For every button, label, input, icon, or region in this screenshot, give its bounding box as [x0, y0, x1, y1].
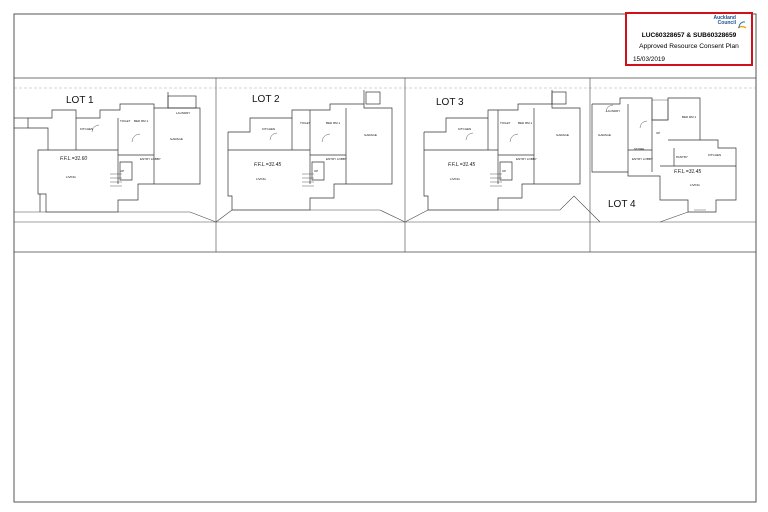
lot-1-garage: GARAGE [170, 137, 183, 141]
lot-2-toilet: TOILET [300, 121, 311, 125]
sheet-border [13, 13, 757, 503]
lot-3-up: UP [502, 169, 506, 173]
lot-1-toilet: TOILET [120, 119, 131, 123]
lot-4-entry: ENTRY LOBBY [632, 157, 653, 161]
front-boundary [14, 195, 689, 223]
logo-line-2: Council [717, 20, 736, 26]
lot-4-label: LOT 4 [608, 199, 636, 210]
lot-3-house [423, 90, 581, 211]
lot-4-ffl: F.F.L.=31.45 [674, 169, 701, 175]
lot-2-ffl: F.F.L.=31.45 [254, 162, 281, 168]
lot-1-house [14, 92, 201, 213]
lot-1-label: LOT 1 [66, 95, 94, 106]
consent-status: Approved Resource Consent Plan [639, 43, 739, 50]
lot-4-store: STORE [634, 147, 644, 151]
lot-3-label: LOT 3 [436, 97, 464, 108]
lot-4-garage: GARAGE [598, 133, 611, 137]
lot-3-living: LIVING [450, 177, 461, 181]
lot-2-garage: GARAGE [364, 133, 377, 137]
lot-4-up: UP [656, 131, 660, 135]
lot-1-entry: ENTRY LOBBY [140, 157, 161, 161]
lot-4-kitchen: KITCHEN [708, 153, 721, 157]
lot-1-up: UP [120, 169, 124, 173]
lot-1-laundry: LAUNDRY [176, 111, 190, 115]
consent-reference: LUC60328657 & SUB60328659 [641, 32, 737, 39]
lot-2-entry: ENTRY LOBBY [326, 157, 347, 161]
lot-1-ffl: F.F.L.=31.60 [60, 156, 87, 162]
lot-4-living: LIVING [690, 183, 701, 187]
lot-2-bed1: BED RM 1 [326, 121, 341, 125]
council-logo-icon [737, 21, 747, 29]
lot-2-house [227, 90, 393, 211]
lot-1-kitchen: KITCHEN [80, 127, 93, 131]
lot-3-bed1: BED RM 1 [518, 121, 533, 125]
lot-3-ffl: F.F.L.=31.45 [448, 162, 475, 168]
lot-3-toilet: TOILET [500, 121, 511, 125]
lot-3-entry: ENTRY LOBBY [516, 157, 537, 161]
consent-stamp: Auckland Council LUC60328657 & SUB603286… [625, 12, 753, 66]
council-logo-text: Auckland Council [713, 16, 736, 26]
lot-4-bed1: BED RM 1 [682, 115, 697, 119]
lot-2-label: LOT 2 [252, 94, 280, 105]
lot-2-living: LIVING [256, 177, 267, 181]
logo-line-1: Auckland [713, 15, 736, 21]
lot-4-house [591, 97, 737, 213]
lot-2-up: UP [314, 169, 318, 173]
lot-1-bed1: BED RM 1 [134, 119, 149, 123]
lot-1-living: LIVING [66, 175, 77, 179]
lot-3-garage: GARAGE [556, 133, 569, 137]
lot-4-pantry: PANTRY [676, 155, 688, 159]
consent-date: 15/03/2019 [633, 56, 665, 63]
lot-dividers [215, 78, 591, 252]
lot-4-laundry: LAUNDRY [606, 109, 620, 113]
lot-2-kitchen: KITCHEN [262, 127, 275, 131]
lot-3-kitchen: KITCHEN [458, 127, 471, 131]
